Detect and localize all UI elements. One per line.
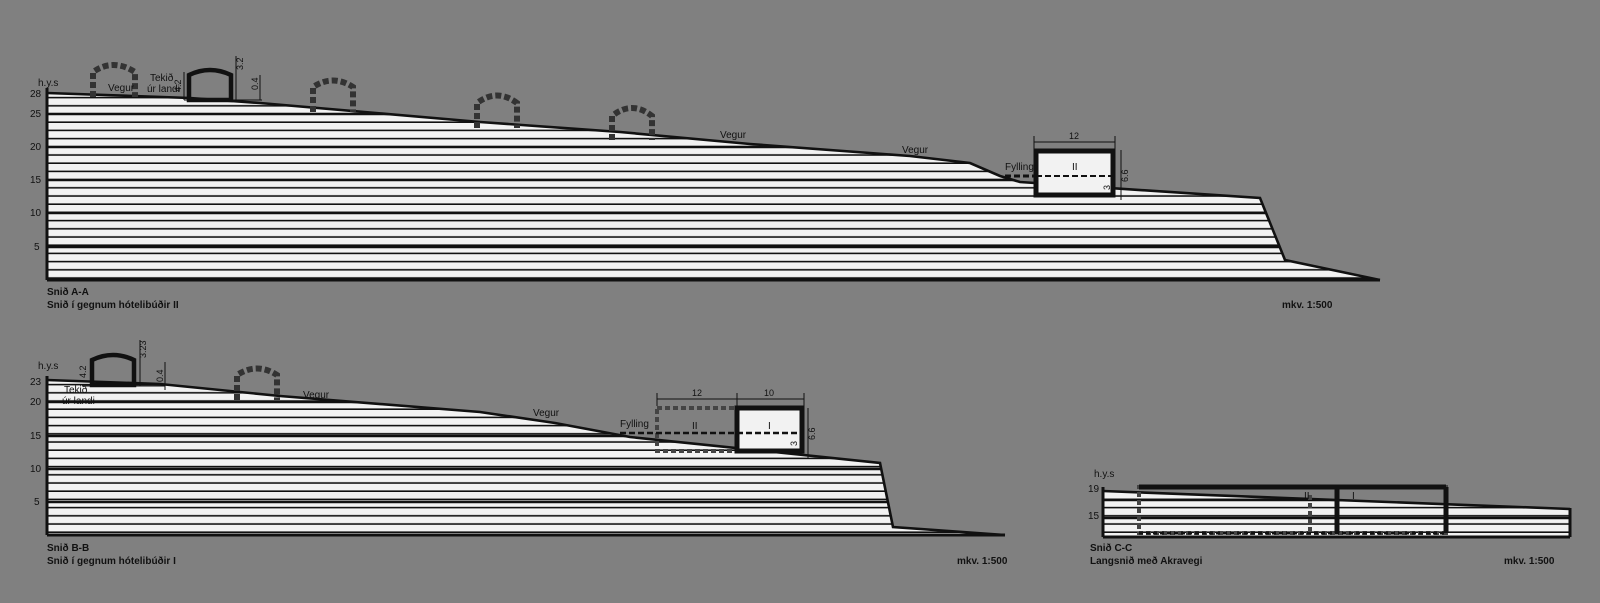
label-bb-vegur-1: Vegur xyxy=(303,390,330,401)
ground-aa xyxy=(47,93,1380,280)
dim-aa-04: 0.4 xyxy=(250,77,260,90)
subtitle-aa: Snið í gegnum hótelibúðir II xyxy=(47,299,179,311)
scale-cc: mkv. 1:500 xyxy=(1504,556,1555,567)
dim-aa-66: 6.6 xyxy=(1120,169,1130,182)
section-aa: h.y.s 28 25 20 15 10 5 4.2 3.2 0.4 Vegur… xyxy=(30,56,1381,311)
label-aa-vegur-1: Vegur xyxy=(108,83,135,94)
subtitle-cc: Langsnið með Akravegi xyxy=(1090,555,1203,567)
dim-aa-32: 3.2 xyxy=(235,57,245,70)
dim-bb-66: 6.6 xyxy=(807,427,817,440)
dim-aa-3: 3 xyxy=(1102,185,1112,190)
building-aa-small xyxy=(186,67,234,103)
tick-aa-1: 25 xyxy=(30,109,42,120)
label-aa-tekid-1: Tekið xyxy=(150,72,174,84)
label-aa-fylling: Fylling xyxy=(1005,162,1034,173)
tick-bb-1: 20 xyxy=(30,397,42,408)
tick-bb-4: 5 xyxy=(34,497,40,508)
section-bb: h.y.s 23 20 15 10 5 4.2 3.23 0.4 Tekið ú… xyxy=(30,340,1008,567)
label-bb-roman-i: I xyxy=(768,421,771,432)
surface-line-aa xyxy=(46,91,1381,282)
dim-aa-42: 4.2 xyxy=(173,79,183,92)
label-bb-vegur-2: Vegur xyxy=(533,408,560,419)
label-aa-vegur-3: Vegur xyxy=(902,145,929,156)
tick-aa-0: 28 xyxy=(30,89,42,100)
label-aa-roman-ii: II xyxy=(1072,162,1078,173)
tick-aa-3: 15 xyxy=(30,175,42,186)
scale-aa: mkv. 1:500 xyxy=(1282,300,1333,311)
axis-unit-cc: h.y.s xyxy=(1094,469,1114,480)
dim-bb-42: 4.2 xyxy=(78,365,88,378)
vehicle-outline-aa-2 xyxy=(310,77,356,112)
vehicle-outline-aa-3 xyxy=(474,92,520,128)
tick-bb-3: 10 xyxy=(30,464,42,475)
dim-bb-10: 10 xyxy=(764,388,774,398)
building-bb-small xyxy=(89,352,137,388)
dim-bb-323: 3.23 xyxy=(138,340,148,358)
tick-bb-2: 15 xyxy=(30,431,42,442)
tick-cc-0: 19 xyxy=(1088,484,1100,495)
title-cc: Snið C-C xyxy=(1090,542,1132,554)
label-cc-roman-i: I xyxy=(1352,491,1355,502)
dim-bb-04: 0.4 xyxy=(155,369,165,382)
title-aa: Snið A-A xyxy=(47,286,89,298)
tick-bb-0: 23 xyxy=(30,377,42,388)
axis-unit-bb: h.y.s xyxy=(38,361,58,372)
section-cc: h.y.s 19 15 II I Snið C-C Langsnið með A… xyxy=(1088,469,1572,567)
building-aa-hotel-ii xyxy=(1033,148,1116,198)
label-bb-roman-ii: II xyxy=(692,421,698,432)
label-aa-tekid-2: úr landi xyxy=(147,84,180,95)
vehicle-outline-aa-1 xyxy=(90,62,138,97)
tick-aa-2: 20 xyxy=(30,142,42,153)
vehicle-outline-bb-1 xyxy=(234,365,280,400)
surface-line-bb xyxy=(46,378,1006,537)
axis-unit-aa: h.y.s xyxy=(38,78,58,89)
subtitle-bb: Snið í gegnum hótelibúðir I xyxy=(47,555,176,567)
scale-bb: mkv. 1:500 xyxy=(957,556,1008,567)
building-bb-hotel-i xyxy=(734,405,805,454)
ground-bb xyxy=(47,380,1005,535)
label-aa-vegur-2: Vegur xyxy=(720,130,747,141)
dashed-outlines-aa xyxy=(90,62,655,140)
dim-bb-12: 12 xyxy=(692,388,702,398)
label-cc-roman-ii: II xyxy=(1304,491,1310,502)
vehicle-outline-aa-4 xyxy=(609,105,655,140)
dim-bb-3: 3 xyxy=(789,441,799,446)
building-bb-hotel-ii xyxy=(655,406,739,453)
tick-cc-1: 15 xyxy=(1088,511,1100,522)
tick-aa-4: 10 xyxy=(30,208,42,219)
label-bb-tekid-2: úr landi xyxy=(62,396,95,407)
tick-aa-5: 5 xyxy=(34,242,40,253)
title-bb: Snið B-B xyxy=(47,542,89,554)
label-bb-tekid-1: Tekið xyxy=(64,384,88,396)
label-bb-fylling: Fylling xyxy=(620,419,649,430)
dim-aa-12: 12 xyxy=(1069,131,1079,141)
